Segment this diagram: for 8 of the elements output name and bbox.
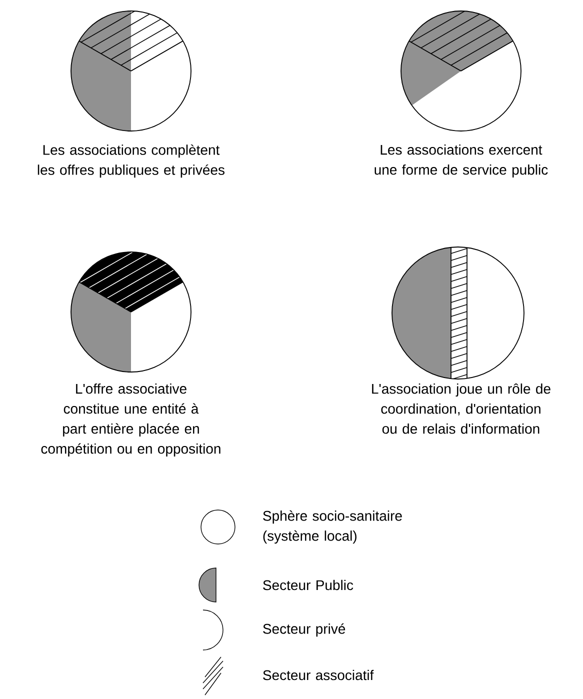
caption: L'offre associative constitue une entité à part entière placée en compétition ou en opposition <box>41 383 220 456</box>
caption: Les associations exercent une forme de service public <box>374 144 548 178</box>
legend-text: Secteur privé <box>263 623 346 637</box>
legend-text: Sphère socio-sanitaire (système local) <box>263 510 402 544</box>
caption: L'association joue un rôle de coordination, d'orientation ou de relais d'information <box>372 383 550 434</box>
legend-text: Secteur associatif <box>263 670 374 680</box>
caption: Les associations complètent les offres publiques et privées <box>38 144 224 178</box>
legend-text: Secteur Public <box>263 580 354 590</box>
